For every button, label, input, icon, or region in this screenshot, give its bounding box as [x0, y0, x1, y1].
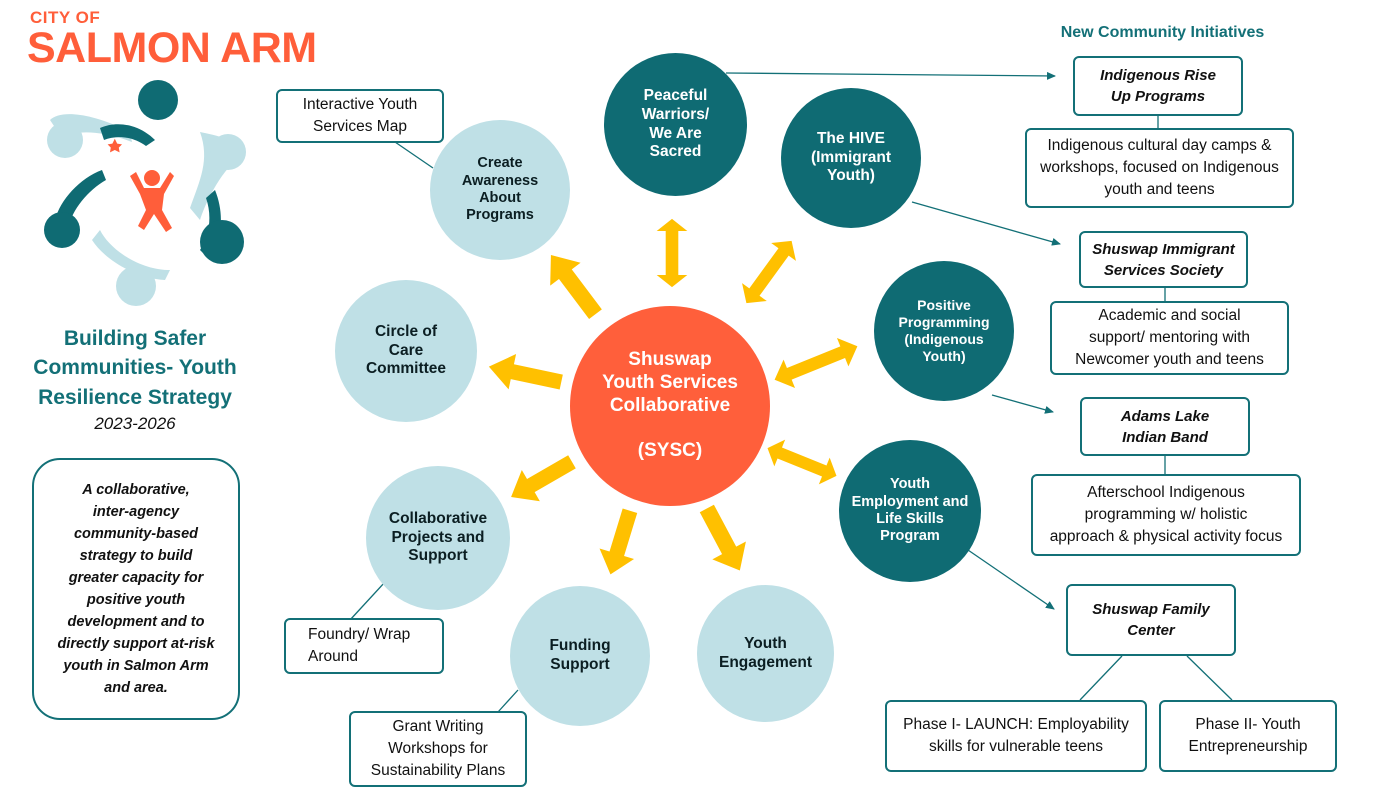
initiative-immigrant-society-label: Shuswap Immigrant Services Society — [1092, 240, 1235, 279]
initiative-adams-lake-desc-text: Afterschool Indigenous programming w/ ho… — [1049, 484, 1283, 545]
node-youth-employment: Youth Employment and Life Skills Program — [839, 440, 981, 582]
initiative-immigrant-society-desc-text: Academic and social support/ mentoring w… — [1075, 307, 1264, 368]
arrow-to-awareness — [535, 243, 611, 326]
connector-map-to-awareness — [394, 141, 434, 169]
note-grant-writing-text: Grant Writing Workshops for Sustainabili… — [370, 718, 506, 779]
strategy-description-box: A collaborative, inter-agency community-… — [32, 458, 240, 720]
initiative-adams-lake: Adams Lake Indian Band — [1080, 397, 1250, 456]
node-circle-of-care: Circle of Care Committee — [335, 280, 477, 422]
node-peaceful-warriors-label: Peaceful Warriors/ We Are Sacred — [641, 87, 710, 161]
arrow-to-funding — [593, 505, 648, 580]
connector-employment-to-family — [967, 549, 1055, 610]
connector-grant-to-funding — [497, 689, 519, 713]
brand-salmon-arm: SALMON ARM — [27, 24, 317, 72]
connector-peaceful-to-rise — [725, 71, 1056, 80]
initiative-phase-1-text: Phase I- LAUNCH: Employability skills fo… — [903, 716, 1129, 755]
note-interactive-map-text: Interactive Youth Services Map — [302, 96, 418, 135]
brand-city-of: CITY OF — [30, 8, 101, 27]
connector-family-to-phase2 — [1186, 655, 1233, 701]
node-create-awareness-label: Create Awareness About Programs — [461, 155, 539, 224]
initiative-immigrant-society: Shuswap Immigrant Services Society — [1079, 231, 1248, 288]
note-foundry-text: Foundry/ Wrap Around — [308, 626, 411, 665]
initiative-adams-lake-desc: Afterschool Indigenous programming w/ ho… — [1031, 474, 1301, 556]
initiative-phase-1: Phase I- LAUNCH: Employability skills fo… — [885, 700, 1147, 772]
initiative-indigenous-rise-desc: Indigenous cultural day camps & workshop… — [1025, 128, 1294, 208]
initiative-indigenous-rise: Indigenous Rise Up Programs — [1073, 56, 1243, 116]
node-positive-programming: Positive Programming (Indigenous Youth) — [874, 261, 1014, 401]
node-youth-engagement-label: Youth Engagement — [718, 634, 812, 671]
node-collaborative-projects-label: Collaborative Projects and Support — [388, 510, 488, 565]
node-create-awareness: Create Awareness About Programs — [430, 120, 570, 260]
initiative-immigrant-society-desc: Academic and social support/ mentoring w… — [1050, 301, 1289, 375]
strategy-years: 2023-2026 — [94, 414, 176, 433]
initiative-family-center-label: Shuswap Family Center — [1092, 601, 1210, 639]
connector-family-to-phase1 — [1079, 655, 1123, 701]
node-collaborative-projects: Collaborative Projects and Support — [366, 466, 510, 610]
arrow-to-engagement — [690, 499, 757, 580]
initiative-indigenous-rise-label: Indigenous Rise Up Programs — [1100, 67, 1216, 105]
note-grant-writing: Grant Writing Workshops for Sustainabili… — [349, 711, 527, 787]
connector-positive-to-adams — [991, 394, 1054, 414]
node-funding-support-label: Funding Support — [549, 637, 611, 673]
people-circle-logo-icon — [44, 80, 246, 306]
node-funding-support: Funding Support — [510, 586, 650, 726]
node-peaceful-warriors: Peaceful Warriors/ We Are Sacred — [604, 53, 747, 196]
connector-hive-to-immigrant — [911, 201, 1061, 246]
connector-foundry-to-collab — [349, 581, 386, 621]
initiative-family-center: Shuswap Family Center — [1066, 584, 1236, 656]
initiative-phase-2: Phase II- Youth Entrepreneurship — [1159, 700, 1337, 772]
initiatives-heading: New Community Initiatives — [1060, 24, 1265, 41]
node-positive-programming-label: Positive Programming (Indigenous Youth) — [898, 297, 990, 364]
node-youth-engagement: Youth Engagement — [697, 585, 834, 722]
arrow-to-hive — [734, 231, 804, 313]
note-foundry: Foundry/ Wrap Around — [284, 618, 444, 674]
node-circle-of-care-label: Circle of Care Committee — [365, 323, 447, 378]
center-label: Shuswap Youth Services Collaborative (SY… — [602, 349, 738, 462]
arrow-to-peaceful — [656, 218, 688, 288]
initiative-adams-lake-label: Adams Lake Indian Band — [1120, 407, 1210, 446]
arrow-to-employment — [762, 434, 842, 490]
node-hive: The HIVE (Immigrant Youth) — [781, 88, 921, 228]
node-hive-label: The HIVE (Immigrant Youth) — [810, 130, 892, 185]
node-youth-employment-label: Youth Employment and Life Skills Program — [851, 476, 969, 545]
strategy-title: Building Safer Communities- Youth Resili… — [33, 327, 237, 409]
initiative-phase-2-text: Phase II- Youth Entrepreneurship — [1188, 716, 1308, 755]
strategy-description-text: A collaborative, inter-agency community-… — [57, 481, 215, 697]
note-interactive-map: Interactive Youth Services Map — [276, 89, 444, 143]
center-sysc-circle: Shuswap Youth Services Collaborative (SY… — [570, 306, 770, 506]
arrow-to-positive — [768, 332, 864, 394]
initiative-indigenous-rise-desc-text: Indigenous cultural day camps & workshop… — [1040, 137, 1279, 198]
arrow-to-collab — [502, 446, 581, 513]
arrow-to-circle — [485, 349, 566, 400]
